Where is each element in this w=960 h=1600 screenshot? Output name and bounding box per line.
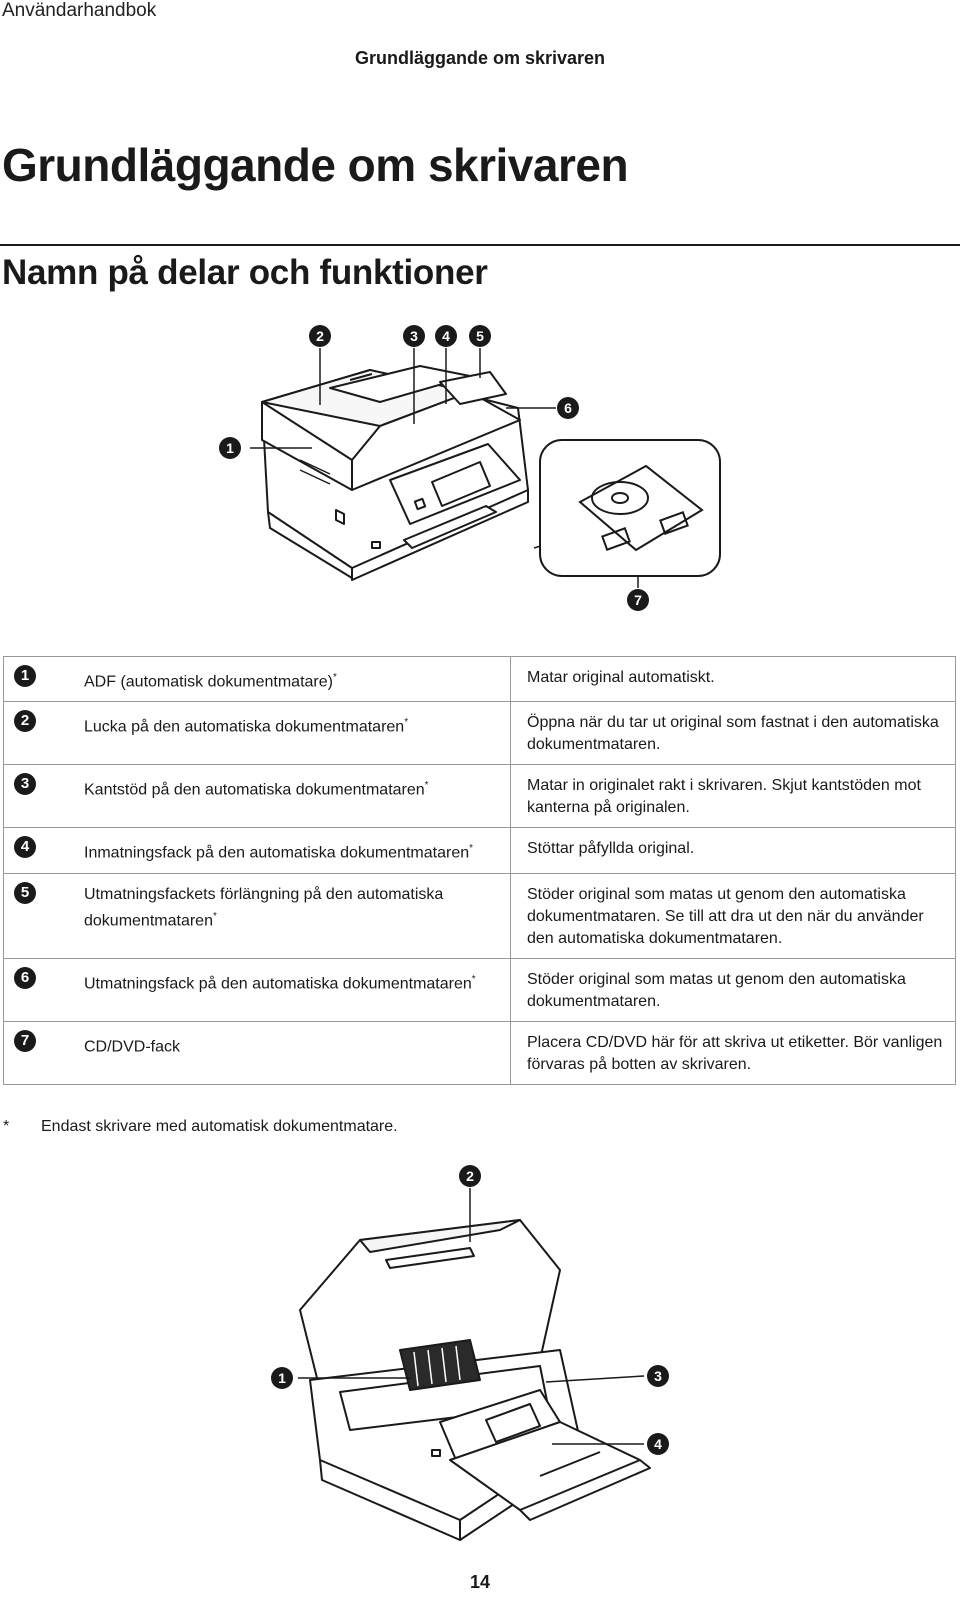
part-description: Matar original automatiskt. [510,655,956,703]
svg-text:1: 1 [278,1370,286,1386]
callout-4: 4 [435,325,457,347]
footnote-mark: * [469,843,474,855]
table-row: 3 Kantstöd på den automatiska dokumentma… [3,764,956,829]
svg-text:5: 5 [476,328,484,344]
part-name: CD/DVD-fack [84,1037,181,1055]
page-title: Grundläggande om skrivaren [2,139,629,191]
table-row: 7 CD/DVD-fack Placera CD/DVD här för att… [3,1020,956,1085]
row-number-badge: 7 [14,1029,36,1052]
footnote-mark: * [471,973,476,985]
footnote-asterisk: * [3,1118,10,1135]
row-number-badge: 2 [14,710,36,733]
callout-7: 7 [627,589,649,611]
callout-3: 3 [647,1365,669,1387]
svg-text:2: 2 [466,1168,474,1184]
callout-1: 1 [271,1367,293,1389]
svg-text:3: 3 [654,1368,662,1384]
part-description: Stöder original som matas ut genom den a… [510,957,956,1022]
svg-text:7: 7 [634,592,642,608]
table-row: 5 Utmatningsfackets förlängning på den a… [3,872,956,959]
part-description: Öppna när du tar ut original som fastnat… [510,701,956,766]
part-name: Utmatningsfack på den automatiska dokume… [84,974,472,992]
part-name: Utmatningsfackets förlängning på den aut… [84,885,444,929]
section-title: Namn på delar och funktioner [2,253,488,292]
footnote-mark: * [424,780,429,792]
row-number-badge: 4 [14,836,36,859]
row-number-badge: 6 [14,966,36,989]
callout-4: 4 [647,1433,669,1455]
part-name: Inmatningsfack på den automatiska dokume… [84,844,470,862]
callout-6: 6 [557,397,579,419]
callout-2: 2 [459,1165,481,1187]
part-name: Kantstöd på den automatiska dokumentmata… [84,781,425,799]
table-row: 1 ADF (automatisk dokumentmatare)* Matar… [3,655,956,703]
svg-text:4: 4 [442,328,450,344]
table-row: 4 Inmatningsfack på den automatiska doku… [3,827,956,874]
part-description: Placera CD/DVD här för att skriva ut eti… [510,1020,956,1085]
parts-table: 1 ADF (automatisk dokumentmatare)* Matar… [3,655,956,1085]
callout-5: 5 [469,325,491,347]
footnote-mark: * [212,910,217,922]
svg-text:2: 2 [316,328,324,344]
footnote-text: Endast skrivare med automatisk dokumentm… [41,1118,398,1135]
part-description: Stöttar påfyllda original. [510,827,956,874]
section-head: Grundläggande om skrivaren [354,48,606,68]
svg-text:4: 4 [654,1436,662,1452]
row-number-badge: 3 [14,773,36,796]
svg-text:3: 3 [410,328,418,344]
callout-1: 1 [219,437,241,459]
table-row: 6 Utmatningsfack på den automatiska doku… [3,957,956,1022]
callout-3: 3 [403,325,425,347]
printer-adf-figure: 1 2 3 4 5 6 7 [219,325,721,611]
row-number-badge: 1 [14,665,36,687]
footnote-mark: * [404,717,409,729]
footnote: * Endast skrivare med automatisk dokument… [3,1118,398,1136]
callout-2: 2 [309,325,331,347]
part-description: Matar in originalet rakt i skrivaren. Sk… [510,764,956,829]
part-description: Stöder original som matas ut genom den a… [510,872,956,959]
part-name: ADF (automatisk dokumentmatare) [84,673,333,691]
title-rule [0,244,960,246]
page-number: 14 [469,1572,491,1592]
svg-text:1: 1 [226,440,234,456]
table-row: 2 Lucka på den automatiska dokumentmatar… [3,701,956,766]
printer-open-figure: 1 2 3 4 [271,1165,669,1541]
footnote-mark: * [332,672,337,683]
running-head: Användarhandbok [2,0,157,21]
svg-text:6: 6 [564,400,572,416]
part-name: Lucka på den automatiska dokumentmataren [84,718,405,736]
row-number-badge: 5 [14,881,36,904]
